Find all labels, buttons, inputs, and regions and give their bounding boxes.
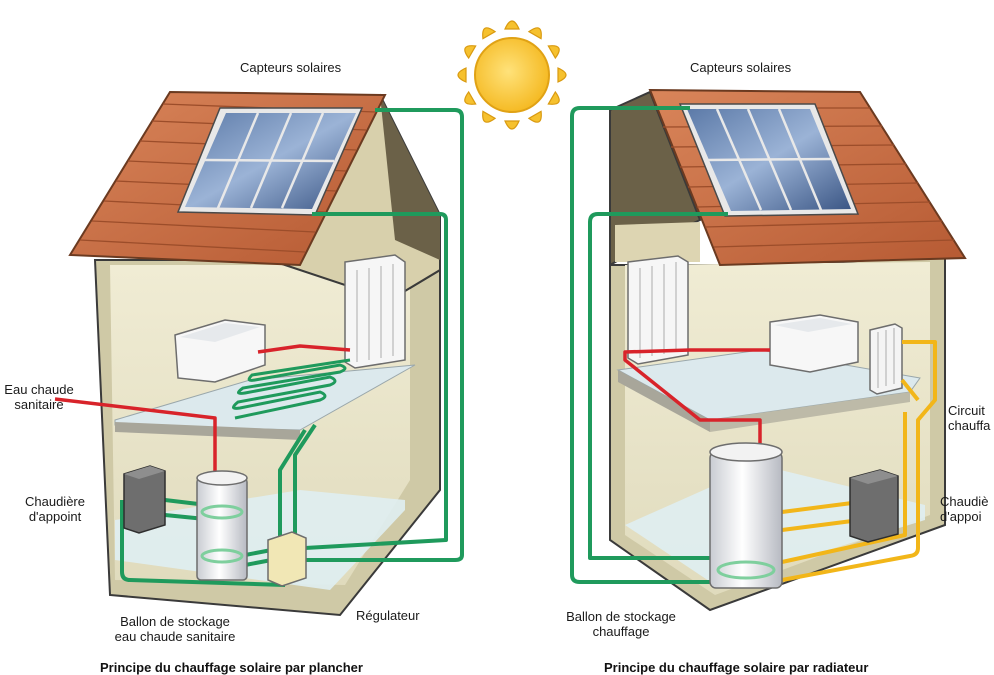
left-storage-cabinet	[344, 254, 406, 369]
right-boiler	[849, 469, 899, 543]
hot-water-label: Eau chaude sanitaire	[4, 382, 74, 412]
floor-heating-coil	[232, 358, 351, 420]
left-caption: Principe du chauffage solaire par planch…	[100, 660, 363, 675]
right-storage-cabinet	[627, 255, 689, 365]
right-boiler-label: Chaudiè d'appoi	[940, 494, 989, 524]
left-solar-panel	[176, 107, 364, 216]
left-tank-label: Ballon de stockage eau chaude sanitaire	[114, 614, 236, 644]
left-house	[54, 90, 464, 617]
right-storage-tank	[709, 442, 783, 589]
left-bathtub	[174, 319, 266, 383]
right-bathtub	[769, 314, 859, 373]
regulator-label: Régulateur	[356, 608, 420, 623]
right-house	[570, 88, 967, 612]
right-solar-panel-label: Capteurs solaires	[690, 60, 792, 75]
left-solar-panel-label: Capteurs solaires	[240, 60, 342, 75]
right-caption: Principe du chauffage solaire par radiat…	[604, 660, 869, 675]
heating-circuit-loop	[781, 340, 937, 582]
right-solar-panel	[678, 103, 860, 217]
radiator	[869, 323, 903, 395]
right-solar-loop	[570, 106, 728, 584]
left-hot-water-pipe	[54, 344, 351, 475]
left-regulator	[267, 531, 307, 587]
right-hot-water-pipe	[623, 348, 770, 450]
left-solar-loop	[304, 108, 464, 562]
right-tank-label: Ballon de stockage chauffage	[566, 609, 676, 639]
heating-circuit-label: Circuit chauffa	[948, 403, 991, 433]
left-boiler-label: Chaudière d'appoint	[25, 494, 85, 524]
sun-icon	[457, 20, 567, 130]
left-storage-tank	[196, 470, 248, 581]
left-boiler	[123, 465, 166, 534]
